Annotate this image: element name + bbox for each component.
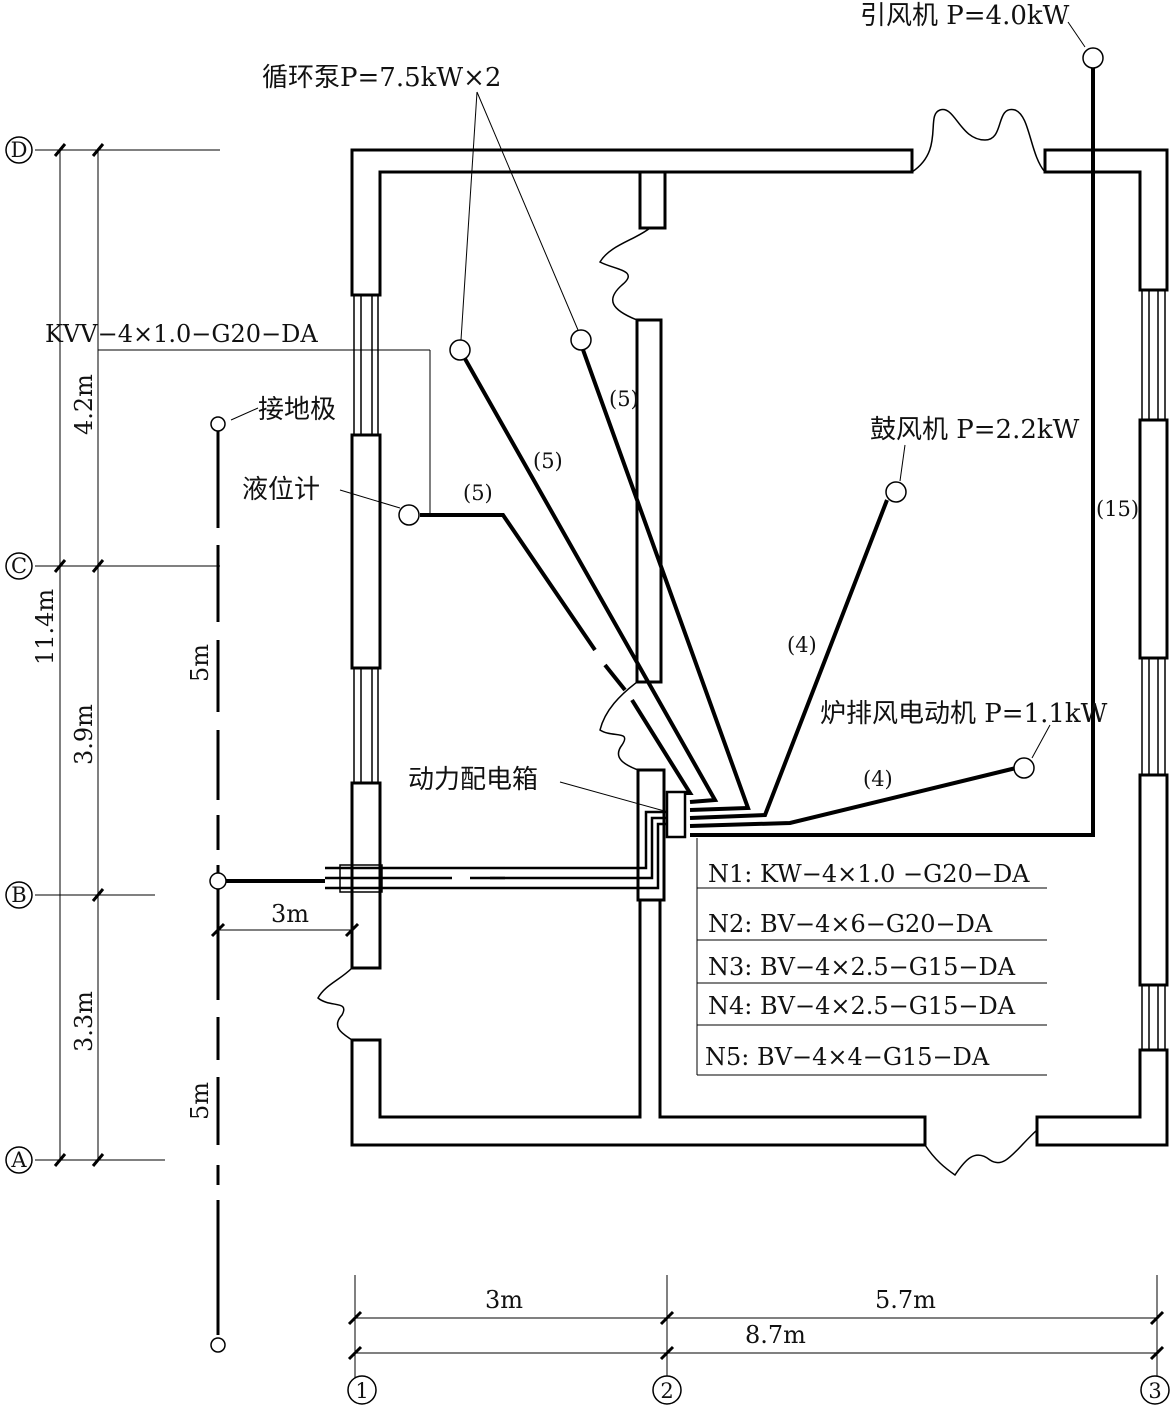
pump-left-terminal	[449, 339, 471, 361]
axis-bubble-a	[5, 1146, 33, 1174]
circuit-mark-induced: (15)	[1096, 497, 1139, 521]
cable-n3-label: N3: BV−4×2.5−G15−DA	[708, 953, 1016, 981]
dim-h-8-7m: 8.7m	[745, 1321, 806, 1349]
dim-h-5-7m: 5.7m	[875, 1286, 936, 1314]
cable-pump-left	[462, 356, 719, 804]
axis-bubbles	[5, 136, 1170, 1405]
circuit-mark-grate: (4)	[863, 767, 893, 791]
feeder-bundle	[325, 810, 668, 893]
axis-label-a: A	[10, 1148, 27, 1172]
doors	[317, 108, 1046, 1177]
cable-n4-label: N4: BV−4×2.5−G15−DA	[708, 992, 1016, 1020]
circulating-pump-label: 循环泵P=7.5kW×2	[262, 63, 501, 93]
level-gauge-terminal	[398, 504, 420, 526]
axis-label-2: 2	[660, 1379, 673, 1403]
dim-v-11-4m: 11.4m	[31, 589, 59, 665]
wall-partition-top-stub	[638, 170, 667, 230]
axis-bubble-3	[1140, 1375, 1170, 1405]
blower-terminal	[885, 481, 907, 503]
walls	[350, 148, 1169, 1147]
ground-terminal-bottom	[210, 1337, 226, 1353]
axis-label-c: C	[11, 554, 27, 578]
wall-right-seg2	[1138, 773, 1169, 987]
ground-dim-5m-top: 5m	[186, 644, 214, 682]
axis-label-3: 3	[1148, 1379, 1161, 1403]
level-gauge-label: 液位计	[242, 475, 320, 505]
wall-top-right	[1043, 148, 1169, 292]
pump-right-terminal	[570, 329, 592, 351]
wall-partition-upper	[635, 318, 663, 684]
cable-n1-label: N1: KW−4×1.0 −G20−DA	[708, 860, 1030, 888]
windows	[353, 290, 1166, 1050]
wall-bottom-right	[1035, 1048, 1169, 1147]
wall-left-seg2	[350, 781, 382, 970]
leader-lines	[339, 21, 1086, 1076]
ground-dim-3m: 3m	[271, 900, 309, 928]
axis-label-1: 1	[355, 1379, 368, 1403]
axis-label-b: B	[11, 883, 26, 907]
induced-fan-terminal	[1082, 47, 1104, 69]
circuit-mark-blower: (4)	[787, 633, 817, 657]
induced-fan-label: 引风机 P=4.0kW	[860, 1, 1070, 31]
grate-motor-label: 炉排风电动机 P=1.1kW	[820, 699, 1108, 729]
distribution-box	[665, 790, 687, 839]
ground-dim-5m-bottom: 5m	[186, 1082, 214, 1120]
cable-pump-right	[580, 346, 751, 812]
cable-level-gauge	[420, 513, 597, 652]
dim-v-3-9m: 3.9m	[70, 704, 98, 765]
axis-bubble-d	[5, 136, 33, 164]
ground-electrode-label: 接地极	[258, 395, 336, 425]
ground-connection-point	[209, 872, 227, 890]
cable-induced-fan	[690, 66, 1095, 837]
circuit-mark-pump-right: (5)	[609, 387, 639, 411]
grid-lines	[35, 149, 1158, 1380]
axis-bubble-c	[5, 552, 33, 580]
wall-right-seg1	[1138, 418, 1169, 660]
wall-left-seg1	[350, 433, 382, 670]
circuit-mark-pump-left: (5)	[533, 449, 563, 473]
grate-motor-terminal	[1013, 757, 1035, 779]
kvv-cable-label: KVV−4×1.0−G20−DA	[45, 320, 318, 348]
cable-runs	[226, 66, 1095, 883]
cable-grate-motor	[689, 766, 1017, 828]
cable-n5-label: N5: BV−4×4−G15−DA	[705, 1043, 990, 1071]
axis-bubble-b	[5, 881, 33, 909]
distribution-box-label: 动力配电箱	[408, 765, 538, 795]
dim-v-3-3m: 3.3m	[70, 991, 98, 1052]
wall-top-left	[350, 148, 914, 297]
cable-n2-label: N2: BV−4×6−G20−DA	[708, 910, 993, 938]
axis-label-d: D	[11, 138, 28, 162]
dim-v-4-2m: 4.2m	[70, 374, 98, 435]
blower-label: 鼓风机 P=2.2kW	[870, 415, 1080, 445]
ground-terminal-top	[210, 416, 226, 432]
axis-bubble-1	[347, 1375, 377, 1405]
dim-h-3m: 3m	[485, 1286, 523, 1314]
circuit-mark-level: (5)	[463, 481, 493, 505]
axis-bubble-2	[652, 1375, 682, 1405]
cable-blower	[689, 499, 889, 820]
